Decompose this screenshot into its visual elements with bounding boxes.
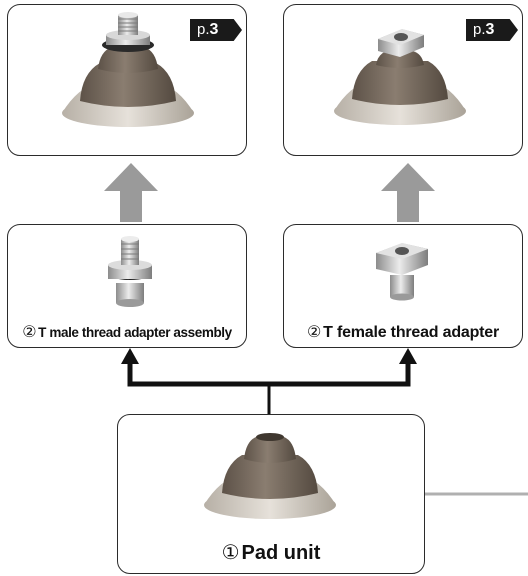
card-pad-with-male-adapter: p.3 [7,4,247,156]
card-pad-with-female-adapter: p.3 [283,4,523,156]
pad-with-female-adapter-image [334,29,466,125]
black-arrowhead-right [399,348,417,364]
page-reference-badge[interactable]: p.3 [466,19,518,41]
black-arrowhead-left [121,348,139,364]
gray-up-arrow-right [381,163,435,222]
pad-with-male-adapter-image [62,12,194,127]
black-connector [127,362,411,387]
pad-unit-image [204,433,336,519]
female-thread-adapter-image [376,243,428,301]
page-reference-badge[interactable]: p.3 [190,19,242,41]
gray-up-arrow-left [104,163,158,222]
male-thread-adapter-image [108,236,152,307]
